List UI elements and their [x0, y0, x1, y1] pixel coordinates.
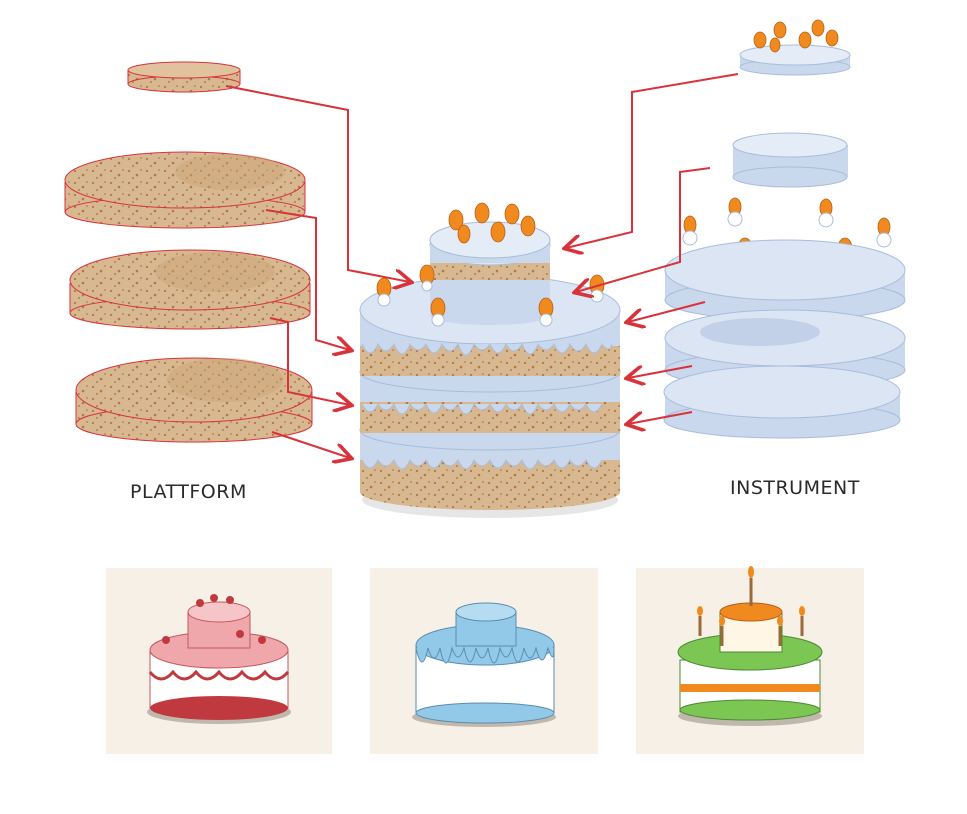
assembled-cake	[359, 202, 621, 518]
example-card-pink	[106, 568, 332, 754]
example-card-blue	[370, 568, 598, 754]
arrow-layer-2	[265, 209, 350, 350]
sponge-layer-small	[127, 61, 241, 93]
arrow-frosting-3	[628, 411, 693, 424]
arrow-frosting-disc	[576, 167, 711, 292]
arrow-topper	[566, 73, 739, 248]
sponge-layer-3	[69, 249, 311, 330]
frosting-layer-3	[663, 365, 901, 439]
sponge-layer-4	[75, 357, 313, 443]
arrow-layer-3	[269, 317, 350, 405]
arrow-frosting-1	[628, 301, 706, 322]
arrow-layer-4	[271, 431, 350, 458]
example-card-green	[636, 566, 864, 754]
frosting-disc-top	[732, 132, 848, 188]
frosting-topper	[739, 19, 851, 76]
instrument-pieces	[663, 19, 906, 439]
platform-layers	[64, 61, 313, 443]
frosting-layer-1	[664, 239, 906, 321]
example-cards	[106, 566, 864, 754]
arrow-frosting-2	[628, 365, 693, 378]
platform-label: PLATTFORM	[130, 481, 247, 503]
sponge-layer-2	[64, 151, 306, 229]
connector-arrows	[225, 73, 739, 458]
arrow-top-layer	[225, 85, 410, 282]
instrument-label: INSTRUMENT	[730, 477, 860, 499]
